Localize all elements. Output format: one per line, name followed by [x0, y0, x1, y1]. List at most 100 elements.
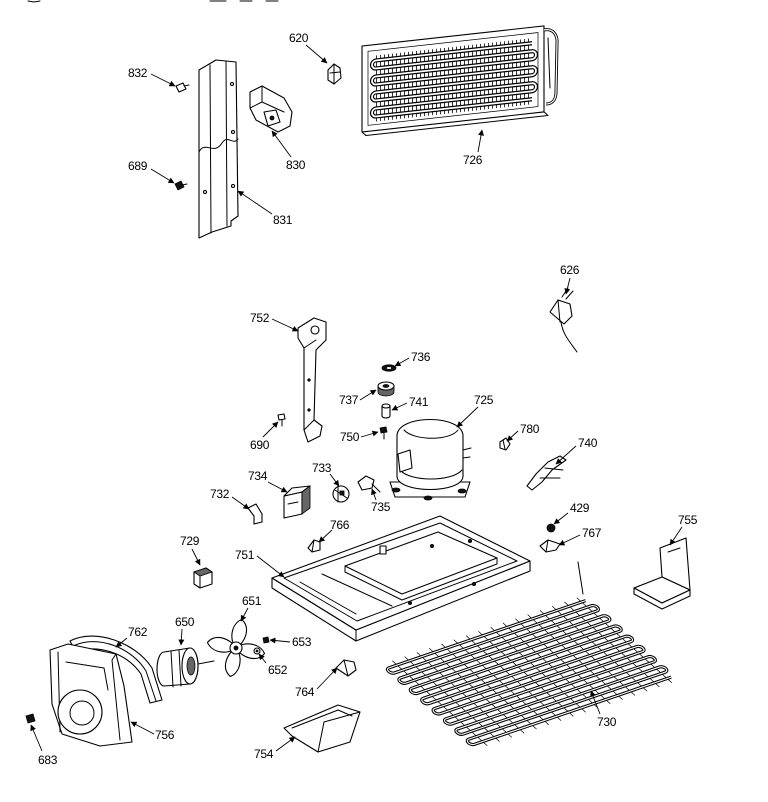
part-733-relay: [332, 485, 350, 503]
compressor-foot: [457, 488, 467, 494]
part-735-clip: [357, 475, 381, 493]
cropped-top-fragment: [27, 0, 279, 3]
part-751-base-pan: [271, 515, 531, 642]
leader-683: [30, 724, 43, 752]
callout-650: 650: [175, 615, 195, 629]
part-729-connector: [193, 567, 213, 589]
callout-766: 766: [330, 518, 350, 532]
compressor-foot: [423, 495, 433, 501]
part-756-fan-housing: [49, 643, 133, 747]
callout-750: 750: [340, 430, 360, 444]
part-652-washer: [253, 647, 261, 655]
callout-741: 741: [409, 395, 429, 409]
evaporator-frame-flange: [361, 111, 549, 137]
callout-725: 725: [474, 393, 494, 407]
leader-831: [237, 190, 273, 215]
callout-652: 652: [268, 663, 288, 677]
condenser-tube-highlight: [386, 600, 674, 746]
leader-735: [371, 488, 377, 501]
callout-831: 831: [273, 213, 293, 227]
callout-733: 733: [312, 461, 332, 475]
leader-830: [271, 130, 292, 158]
part-650-fan-motor: [156, 647, 215, 688]
leader-766: [318, 529, 333, 543]
part-690-screw: [277, 413, 286, 427]
part-740-bracket: [526, 455, 567, 491]
callout-732: 732: [210, 487, 230, 501]
part-734-overload: [283, 485, 311, 519]
part-832-screw: [175, 82, 190, 93]
callout-767: 767: [582, 526, 602, 540]
callout-764: 764: [295, 685, 315, 699]
leader-650: [178, 628, 185, 646]
callout-690: 690: [250, 438, 270, 452]
leader-429: [553, 512, 569, 525]
callout-762: 762: [128, 625, 148, 639]
leader-762: [115, 637, 128, 648]
callout-726: 726: [463, 153, 483, 167]
leader-lines: [30, 44, 683, 752]
part-737-grommet: [377, 381, 395, 397]
leader-741: [391, 402, 408, 411]
leader-736: [394, 357, 410, 367]
leader-733: [329, 473, 340, 487]
compressor-foot: [391, 487, 401, 493]
compressor-terminal-box: [397, 449, 413, 473]
leader-767: [558, 534, 581, 546]
callout-734: 734: [248, 469, 268, 483]
leader-620: [305, 44, 328, 64]
leader-755: [669, 526, 683, 546]
leader-725: [456, 406, 479, 428]
leader-651: [240, 607, 249, 622]
part-651-fan-blade: [206, 618, 266, 678]
callout-735: 735: [371, 500, 391, 514]
callout-729: 729: [180, 534, 200, 548]
leader-751: [256, 555, 285, 578]
callout-756: 756: [155, 728, 175, 742]
callout-751: 751: [235, 548, 255, 562]
part-741-sleeve: [381, 403, 391, 419]
leader-832: [150, 73, 176, 87]
part-750-screw: [379, 426, 388, 440]
leader-737: [359, 389, 377, 401]
leader-626: [564, 277, 571, 295]
leader-750: [360, 430, 379, 438]
callout-653: 653: [292, 635, 312, 649]
callout-429: 429: [570, 501, 590, 515]
evaporator-outlet-pipe: [543, 28, 559, 106]
callout-736: 736: [411, 350, 431, 364]
evaporator-inlet-pipe: [547, 37, 551, 89]
part-683-screw: [25, 713, 36, 724]
leader-729: [191, 548, 201, 566]
callout-832: 832: [128, 66, 148, 80]
evaporator-tube-highlight: [371, 42, 537, 118]
callout-labels: 832 620 726 830 689 831 626 752 736 737 …: [38, 31, 698, 767]
leader-689: [150, 168, 175, 184]
callout-651: 651: [242, 594, 262, 608]
leader-730: [590, 690, 601, 715]
condenser-riser-line: [577, 561, 584, 595]
callout-740: 740: [578, 436, 598, 450]
part-764-clip: [335, 659, 357, 677]
part-754-drain-bracket: [283, 704, 361, 753]
callout-754: 754: [254, 747, 274, 761]
leader-764: [316, 667, 338, 690]
callout-780: 780: [520, 422, 540, 436]
evaporator-outlet-pipe-highlight: [543, 29, 558, 105]
part-830-control-bracket: [249, 85, 293, 133]
leader-732: [231, 496, 250, 510]
leader-780: [506, 430, 519, 442]
part-762-fan-shroud: [69, 635, 163, 704]
condenser-cross-wires: [392, 598, 672, 746]
part-732-bracket: [247, 503, 263, 525]
part-725-compressor: [389, 419, 472, 501]
compressor-shell: [396, 419, 464, 490]
leader-726: [477, 129, 484, 153]
part-689-screw: [174, 180, 188, 191]
callout-830: 830: [286, 158, 306, 172]
part-620-fitting: [327, 63, 342, 85]
callout-620: 620: [289, 31, 309, 45]
callout-689: 689: [128, 159, 148, 173]
leader-754: [275, 736, 296, 752]
callout-730: 730: [597, 715, 617, 729]
